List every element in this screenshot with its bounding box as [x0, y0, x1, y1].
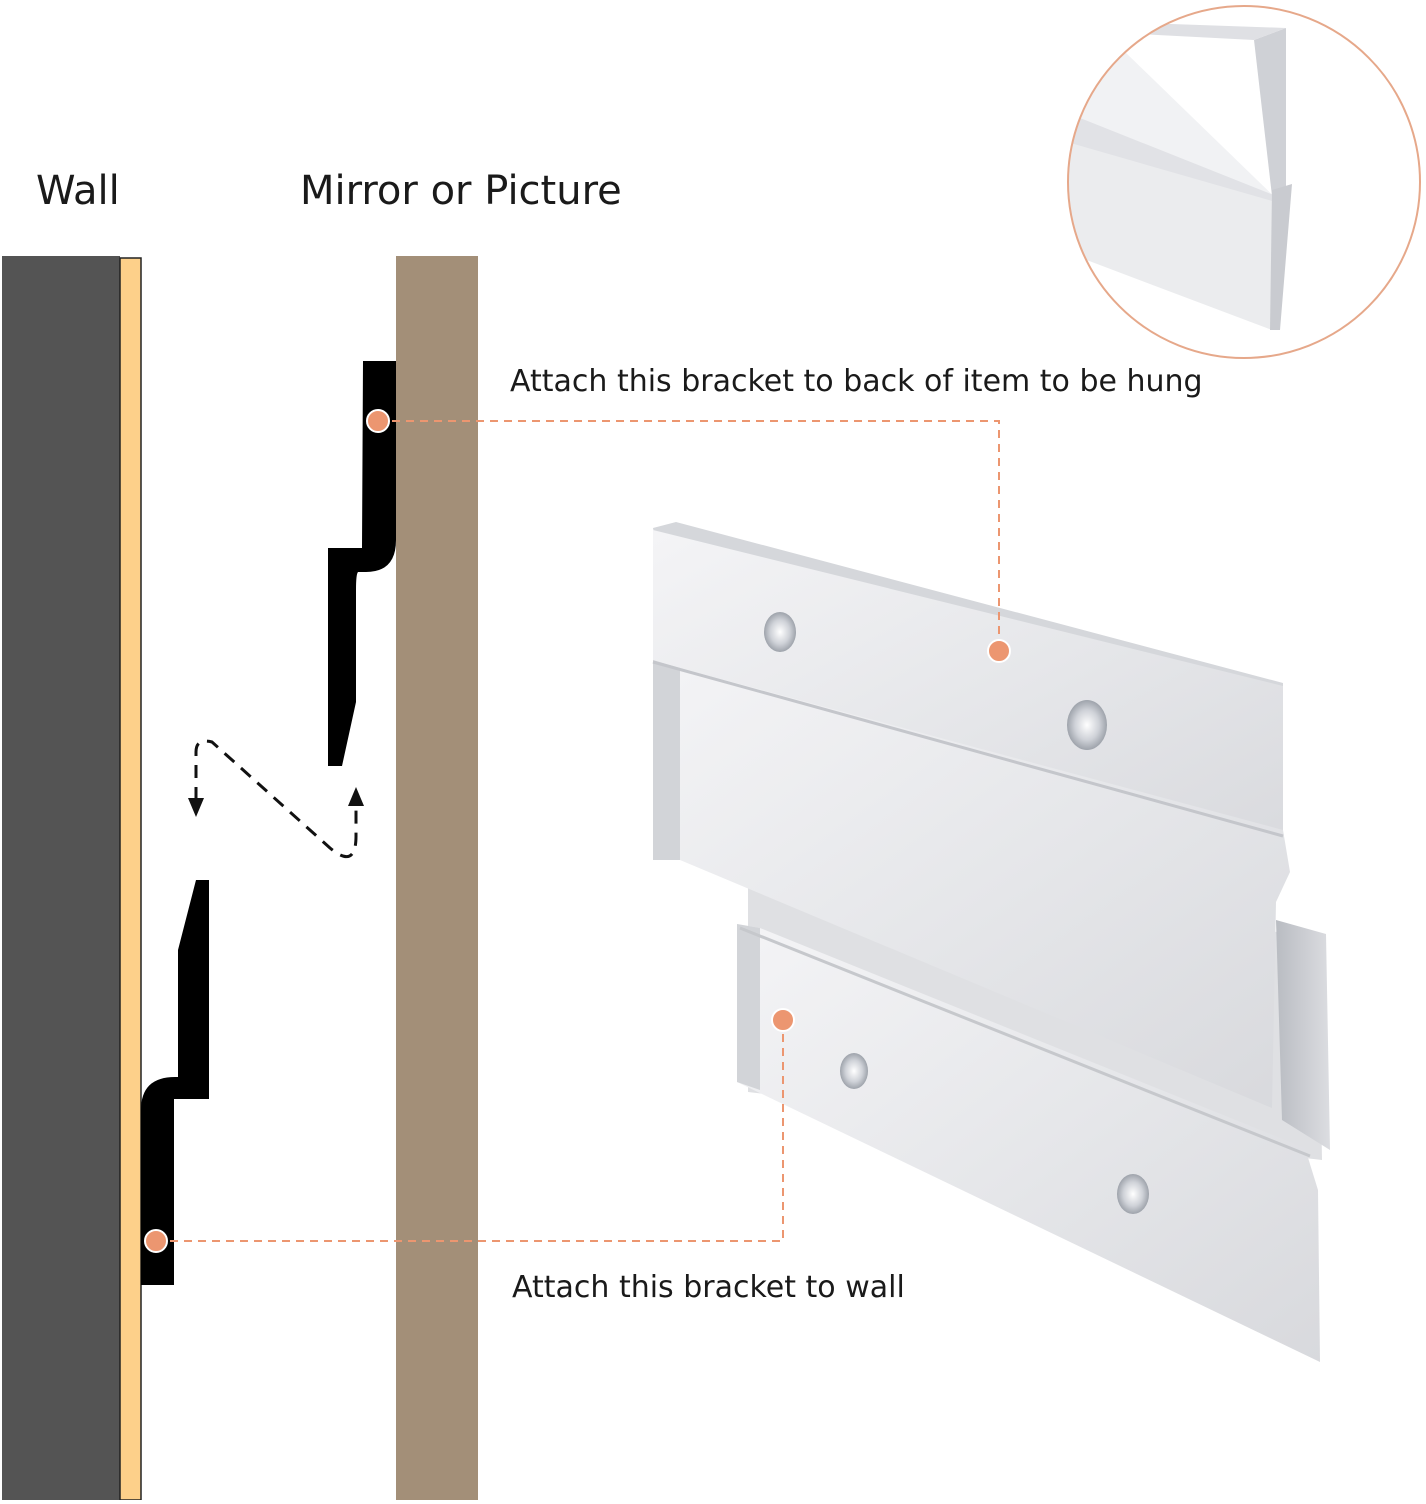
orange-dot-icon: [771, 1008, 795, 1032]
callout-lines: [156, 420, 1000, 1242]
orange-dot-icon: [366, 409, 390, 433]
bracket-photo: [652, 522, 1330, 1362]
screw-hole-icon: [764, 612, 796, 652]
zoom-detail: [1067, 5, 1421, 359]
bottom-callout-line: [156, 1020, 784, 1242]
top-bracket-callout: Attach this bracket to back of item to b…: [510, 364, 1203, 399]
wall-bracket-callout: Attach this bracket to wall: [512, 1270, 905, 1305]
mirror-or-picture-label: Mirror or Picture: [300, 168, 622, 214]
dashed-z-arrow-icon: [194, 739, 358, 859]
screw-hole-icon: [1117, 1174, 1149, 1214]
wall-bracket: [141, 880, 209, 1285]
wall-strip: [119, 257, 142, 1501]
arrow-head-down-icon: [188, 798, 204, 817]
mirror-panel: [396, 256, 478, 1500]
wall-label: Wall: [36, 168, 120, 214]
screw-hole-icon: [1067, 700, 1107, 750]
wall-block: [2, 256, 120, 1500]
arrow-head-up-icon: [348, 787, 364, 806]
orange-dot-icon: [987, 639, 1011, 663]
screw-hole-icon: [840, 1053, 868, 1089]
top-callout-line: [378, 420, 1000, 651]
mirror-bracket: [328, 361, 396, 766]
orange-dot-icon: [144, 1229, 168, 1253]
